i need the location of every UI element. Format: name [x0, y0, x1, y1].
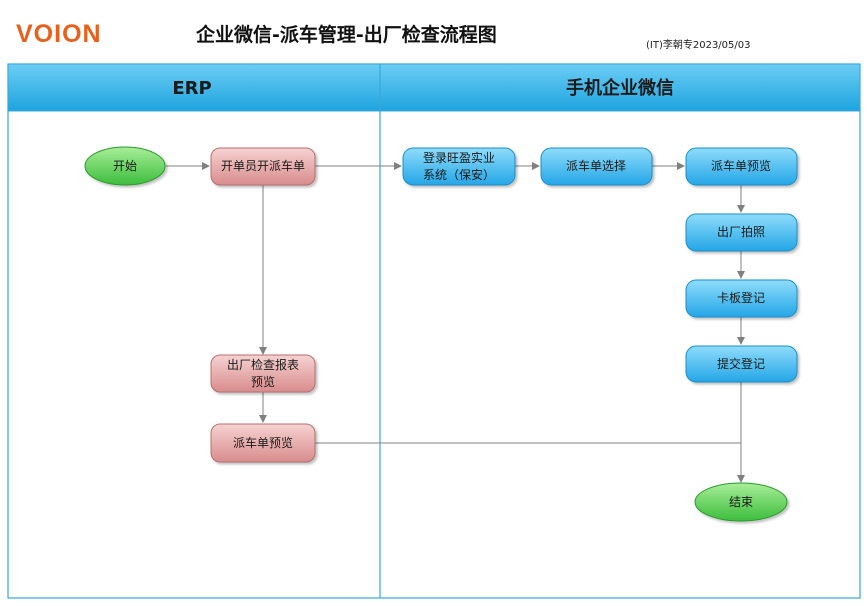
node-photo-label: 出厂拍照 — [717, 224, 765, 239]
node-start: 开始 — [84, 146, 166, 186]
node-report-preview: 出厂检查报表 预览 — [210, 354, 316, 393]
node-open-dispatch-label: 开单员开派车单 — [221, 158, 305, 173]
node-card-register: 卡板登记 — [685, 279, 798, 318]
node-open-dispatch: 开单员开派车单 — [210, 147, 316, 186]
node-start-label: 开始 — [113, 159, 137, 173]
node-login-label-1: 登录旺盈实业 — [423, 150, 495, 165]
node-login-label-2: 系统（保安） — [423, 167, 495, 182]
node-submit: 提交登记 — [685, 345, 798, 383]
node-preview-wechat: 派车单预览 — [685, 147, 798, 186]
lane-title-wechat: 手机企业微信 — [566, 77, 674, 99]
node-report-label-1: 出厂检查报表 — [227, 357, 299, 372]
node-select-dispatch: 派车单选择 — [540, 147, 653, 186]
author-date: (IT)李朝专2023/05/03 — [646, 40, 751, 51]
node-photo: 出厂拍照 — [685, 213, 798, 252]
node-submit-label: 提交登记 — [717, 356, 765, 371]
node-preview-erp: 派车单预览 — [210, 423, 316, 463]
node-login: 登录旺盈实业 系统（保安） — [402, 147, 516, 186]
company-logo: VOION — [16, 20, 102, 48]
node-card-register-label: 卡板登记 — [717, 290, 765, 305]
node-preview-wechat-label: 派车单预览 — [711, 158, 771, 173]
node-report-label-2: 预览 — [251, 374, 275, 389]
lane-header-bar — [7, 63, 861, 112]
node-end: 结束 — [694, 482, 788, 522]
node-preview-erp-label: 派车单预览 — [233, 435, 293, 450]
node-select-dispatch-label: 派车单选择 — [566, 158, 626, 173]
node-end-label: 结束 — [729, 495, 753, 509]
lane-title-erp: ERP — [172, 78, 211, 99]
page-title: 企业微信-派车管理-出厂检查流程图 — [196, 24, 497, 46]
